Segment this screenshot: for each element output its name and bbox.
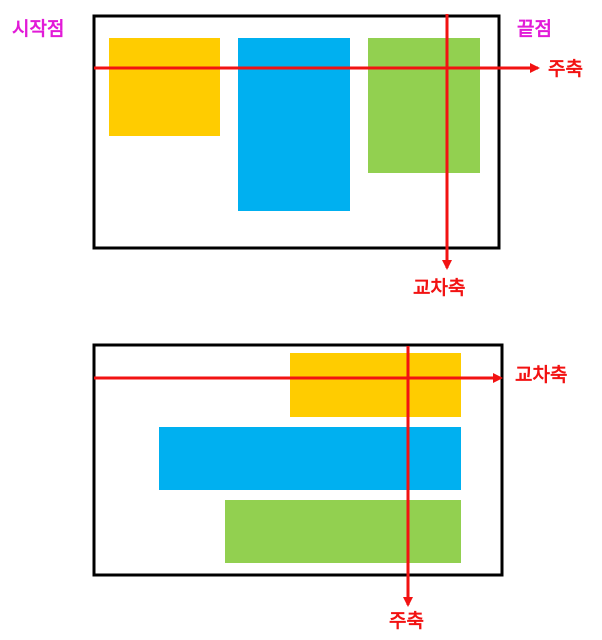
bottom-container-frame — [92, 343, 504, 577]
top-start-point-label: 시작점 — [12, 18, 65, 40]
top-green-item — [368, 38, 480, 173]
bottom-yellow-item — [290, 353, 461, 417]
bottom-green-item — [225, 500, 461, 563]
top-blue-item — [238, 38, 350, 211]
top-main-axis-label: 주축 — [548, 58, 583, 80]
bottom-blue-item — [159, 427, 461, 490]
bottom-main-axis-label: 주축 — [389, 610, 424, 632]
bottom-cross-axis-label: 교차축 — [515, 364, 568, 386]
top-end-point-label: 끝점 — [517, 18, 552, 40]
top-container-frame — [92, 14, 501, 250]
top-cross-axis-label: 교차축 — [413, 277, 466, 299]
top-yellow-item — [109, 38, 220, 136]
